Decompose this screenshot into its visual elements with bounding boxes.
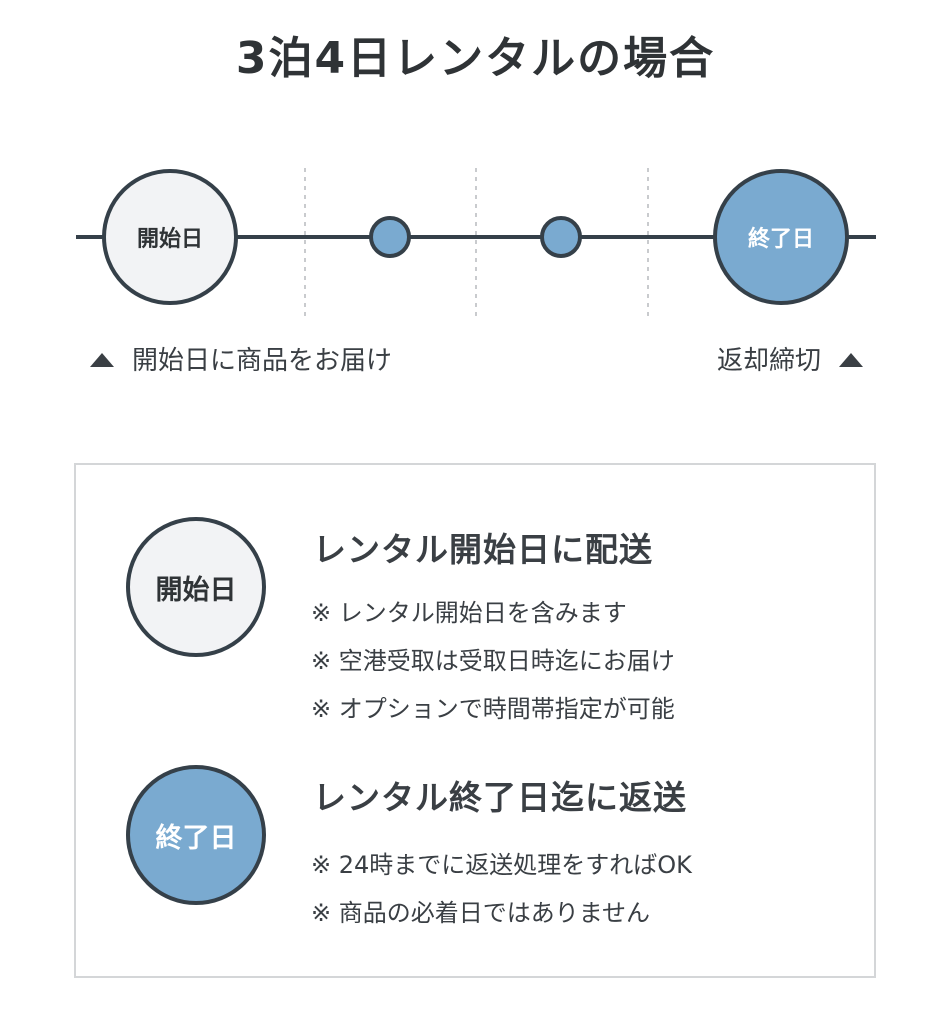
end-section-title: レンタル終了日迄に返送 xyxy=(313,778,687,817)
start-note-1: ※ レンタル開始日を含みます xyxy=(311,599,627,627)
end-day-node xyxy=(713,169,849,305)
triangle-up-icon xyxy=(839,352,863,367)
end-note-1: ※ 24時までに返送処理をすればOK xyxy=(311,851,692,879)
start-section-title: レンタル開始日に配送 xyxy=(313,530,653,569)
day-node-2 xyxy=(369,216,411,258)
caption-delivery: 開始日に商品をお届け xyxy=(90,340,392,377)
caption-delivery-text: 開始日に商品をお届け xyxy=(132,346,393,376)
start-day-badge: 開始日 xyxy=(126,517,266,657)
end-day-node-label: 終了日 xyxy=(748,226,814,252)
end-note-2: ※ 商品の必着日ではありません xyxy=(311,899,651,927)
start-note-3: ※ オプションで時間帯指定が可能 xyxy=(311,695,675,723)
day-node-3 xyxy=(540,216,582,258)
caption-return-text: 返却締切 xyxy=(716,346,821,376)
triangle-up-icon xyxy=(90,352,114,367)
start-note-2: ※ 空港受取は受取日時迄にお届け xyxy=(311,647,675,675)
page-title: 3泊4日レンタルの場合 xyxy=(235,33,716,84)
info-box: 開始日 レンタル開始日に配送 ※ レンタル開始日を含みます ※ 空港受取は受取日… xyxy=(74,463,876,978)
caption-return-deadline: 返却締切 xyxy=(717,340,863,377)
end-day-badge: 終了日 xyxy=(126,765,266,905)
start-day-node-label: 開始日 xyxy=(137,226,203,252)
start-day-node xyxy=(102,169,238,305)
rental-timeline: 開始日 終了日 xyxy=(76,168,876,318)
